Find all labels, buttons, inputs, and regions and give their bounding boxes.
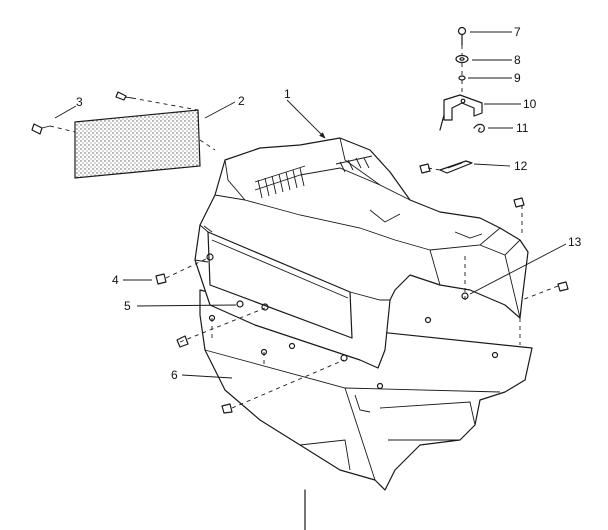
callout-labels: 1 2 3 4 5 6 7 8 9 10 11 12 13 xyxy=(76,25,582,382)
callout-5: 5 xyxy=(124,299,131,313)
hardware xyxy=(31,26,569,414)
fastener-4 xyxy=(155,253,214,285)
washer-8 xyxy=(455,54,469,64)
callout-2: 2 xyxy=(238,94,245,108)
bolt-7 xyxy=(457,26,467,46)
hood-cover xyxy=(194,137,529,369)
washer-9 xyxy=(458,75,466,81)
screw-left-top xyxy=(419,163,431,174)
callout-leaders xyxy=(54,31,567,379)
screw-top xyxy=(115,91,133,101)
callout-8: 8 xyxy=(514,53,521,67)
callout-12: 12 xyxy=(514,159,528,173)
bolts-6 xyxy=(176,314,499,414)
callout-9: 9 xyxy=(514,71,521,85)
screen-panel xyxy=(74,109,201,179)
base-housing xyxy=(199,289,533,491)
fastener-5 xyxy=(236,300,348,362)
callout-4: 4 xyxy=(112,273,119,287)
callout-1: 1 xyxy=(284,87,291,101)
callout-11: 11 xyxy=(516,121,529,135)
assembly-lines xyxy=(49,45,559,409)
spring-11 xyxy=(439,114,485,133)
screw-3 xyxy=(31,123,51,135)
hood-louvers xyxy=(254,155,483,239)
latch-12 xyxy=(439,160,473,174)
callout-3: 3 xyxy=(76,95,83,109)
callout-10: 10 xyxy=(523,97,537,111)
screw-right-top xyxy=(513,197,525,208)
callout-7: 7 xyxy=(514,25,521,39)
callout-13: 13 xyxy=(568,235,582,249)
callout-6: 6 xyxy=(171,368,178,382)
bracket-10 xyxy=(443,94,483,121)
